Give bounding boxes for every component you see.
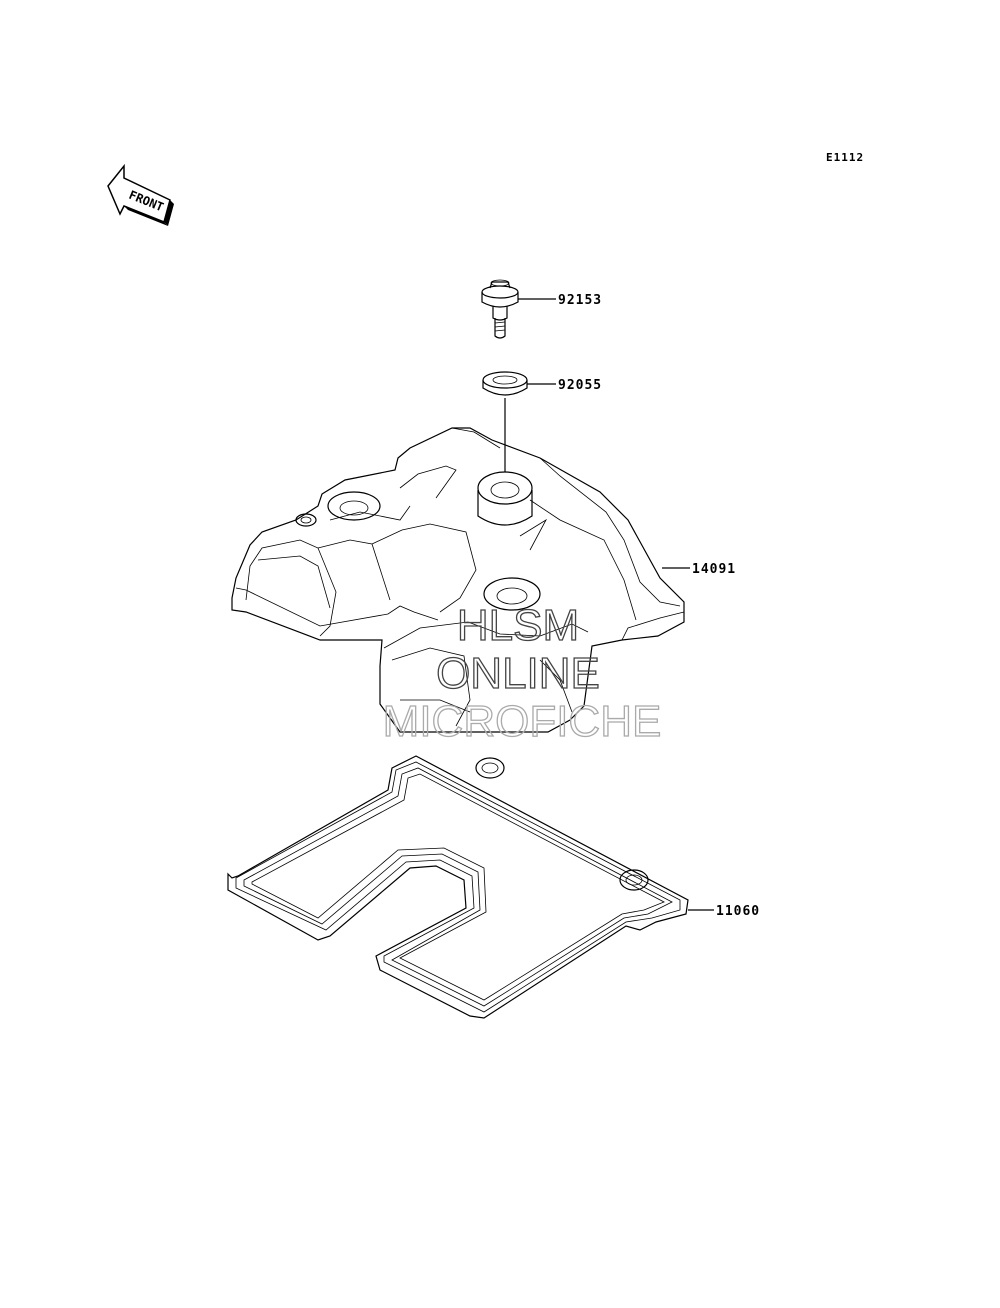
cylinder-head-cover-part[interactable] — [231, 427, 685, 733]
part-number-92153[interactable]: 92153 — [558, 293, 602, 308]
part-number-11060[interactable]: 11060 — [716, 904, 760, 919]
front-arrow-icon: FRONT — [107, 163, 174, 226]
watermark-line3: MICROFICHE — [383, 697, 662, 746]
watermark: HLSM ONLINE MICROFICHE — [382, 600, 662, 746]
part-number-14091[interactable]: 14091 — [692, 562, 736, 577]
washer-part[interactable] — [482, 371, 528, 396]
part-number-92055[interactable]: 92055 — [558, 378, 602, 393]
watermark-line1: HLSM — [457, 601, 579, 650]
diagram-code: E1112 — [826, 151, 864, 164]
watermark-line2: ONLINE — [436, 649, 600, 698]
gasket-part[interactable] — [227, 755, 689, 1019]
bolt-part[interactable] — [481, 279, 519, 339]
